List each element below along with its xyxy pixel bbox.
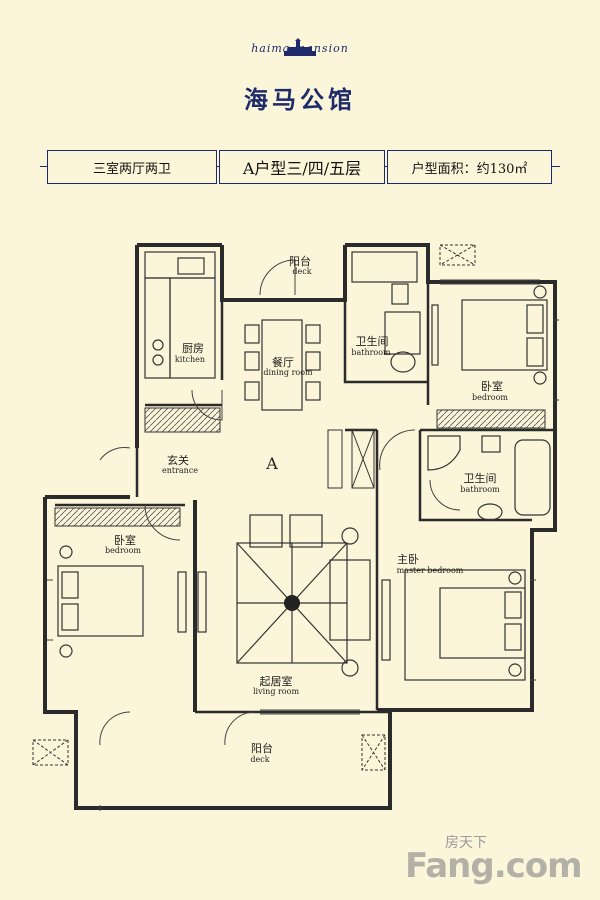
bed-master xyxy=(381,569,526,681)
watermark-en: Fang.com xyxy=(405,846,583,886)
label-bedroom-ne: 卧室 xyxy=(481,379,503,393)
label-bedroom-w: 卧室 xyxy=(114,533,136,547)
brand-title: 海马公馆 xyxy=(244,85,356,114)
label-deck-bottom-en: deck xyxy=(250,755,269,764)
label-deck-bottom: 阳台 xyxy=(251,741,273,755)
bed-ne xyxy=(431,285,548,385)
toilet-right-icon xyxy=(481,435,501,453)
info-unit-floors: A户型三/四/五层 xyxy=(219,150,385,184)
label-master: 主卧 xyxy=(397,553,419,566)
info-layout: 三室两厅两卫 xyxy=(47,150,217,184)
rug-center-icon xyxy=(284,595,300,611)
bathtub-icon xyxy=(514,439,551,516)
bed-w xyxy=(57,545,144,658)
label-living: 起居室 xyxy=(260,674,293,688)
bedroom-ne-wardrobe xyxy=(436,409,546,429)
label-dining-en: dining room xyxy=(263,368,313,377)
ac-markers xyxy=(32,244,476,771)
room-labels: 阳台 deck 厨房 kitchen 餐厅 dining room 卫生间 ba… xyxy=(105,254,508,764)
label-bedroom-w-en: bedroom xyxy=(105,546,141,555)
label-kitchen: 厨房 xyxy=(182,342,204,355)
watermark-logo: 房天下 Fang.com xyxy=(405,832,595,892)
living-furniture xyxy=(177,514,371,677)
kitchen-cabinet xyxy=(144,407,221,433)
toilet-icon xyxy=(391,283,409,305)
interior-walls xyxy=(55,245,555,714)
info-area: 户型面积：约130㎡ xyxy=(387,150,552,184)
label-deck-top: 阳台 xyxy=(289,254,311,268)
watermark-cn: 房天下 xyxy=(445,835,487,851)
label-entrance-en: entrance xyxy=(162,466,198,475)
bath-top-fixtures xyxy=(351,251,421,373)
bedroom-w-wardrobe xyxy=(54,507,181,527)
sink-icon xyxy=(177,257,205,275)
label-deck-top-en: deck xyxy=(292,267,311,276)
label-bedroom-ne-en: bedroom xyxy=(472,393,508,402)
label-entrance: 玄关 xyxy=(167,453,189,467)
label-living-en: living room xyxy=(253,687,299,696)
doors xyxy=(99,259,461,746)
label-bath-right-en: bathroom xyxy=(460,485,500,494)
bath-right-fixtures xyxy=(427,435,551,521)
label-dining: 餐厅 xyxy=(272,355,294,369)
label-bath-right: 卫生间 xyxy=(464,471,497,485)
kitchen-counters xyxy=(144,251,216,379)
windows xyxy=(47,279,559,811)
label-bath-top-en: bathroom xyxy=(351,348,391,357)
unit-marker: A xyxy=(265,454,278,473)
label-bath-top: 卫生间 xyxy=(356,334,389,348)
shaft xyxy=(327,429,375,489)
building-logo-icon xyxy=(282,38,318,56)
label-kitchen-en: kitchen xyxy=(175,355,205,364)
dining-table xyxy=(244,319,321,411)
basin-icon xyxy=(390,351,416,373)
label-master-en: master bedroom xyxy=(397,566,464,575)
stove-burner-icon xyxy=(152,339,164,351)
